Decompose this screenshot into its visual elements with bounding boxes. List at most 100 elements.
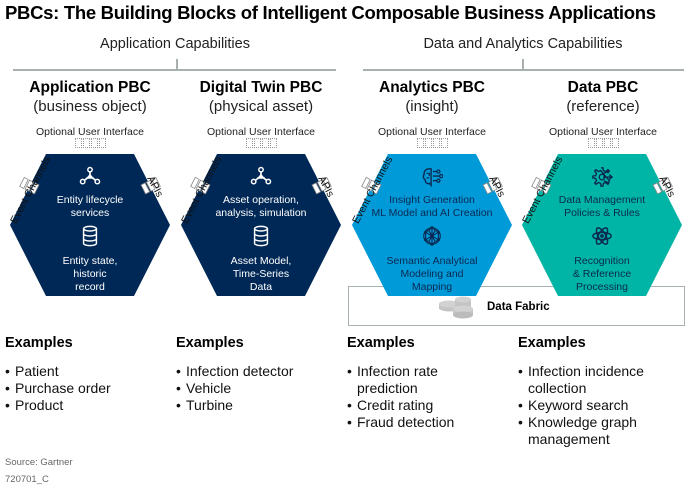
group-divider-data-analytics (363, 69, 684, 71)
ui-placeholder-boxes (176, 138, 346, 148)
pbc-hexagon-application-pbc (10, 154, 170, 296)
hex-bottom-text-line: Data (249, 281, 273, 293)
ui-slot (603, 138, 611, 148)
optional-ui-label: Optional User Interface (378, 126, 486, 138)
hex-top-text-line: Entity lifecycle (56, 194, 124, 206)
network-nodes-icon (250, 166, 272, 185)
example-item: Knowledge graph management (518, 414, 658, 448)
ui-slot (261, 138, 269, 148)
ui-slot (416, 138, 424, 148)
pbc-header-data-pbc: Data PBC (reference) (518, 79, 688, 116)
examples-analytics-pbc: ExamplesInfection rate predictionCredit … (347, 335, 512, 431)
hexagon-shape (181, 154, 341, 296)
example-item: Patient (5, 363, 170, 380)
hex-top-text-line: services (70, 207, 110, 219)
example-item: Fraud detection (347, 414, 487, 431)
examples-digital-twin-pbc: ExamplesInfection detectorVehicleTurbine (176, 335, 341, 414)
ui-slot (253, 138, 261, 148)
hex-bottom-text-line: & Reference (572, 268, 632, 280)
pbc-subtitle: (insight) (405, 98, 459, 115)
examples-application-pbc: ExamplesPatientPurchase orderProduct (5, 335, 170, 414)
api-connector-icon (140, 176, 161, 195)
example-item: Vehicle (176, 380, 341, 397)
hex-bottom-text-line: Processing (576, 281, 628, 293)
pbc-header-application-pbc: Application PBC(business object) (5, 79, 175, 116)
optional-ui-analytics-pbc: Optional User Interface (347, 126, 517, 148)
pbc-subtitle: (reference) (566, 98, 640, 115)
example-item: Infection incidence collection (518, 363, 658, 397)
optional-ui-label: Optional User Interface (36, 126, 144, 138)
pbc-header-analytics-pbc: Analytics PBC(insight) (347, 79, 517, 116)
examples-list: Infection incidence collectionKeyword se… (518, 363, 658, 448)
pbc-hexagon-data-pbc (522, 154, 682, 296)
api-connector-icon (482, 176, 503, 195)
ui-slot (245, 138, 253, 148)
group-tick-data-analytics (522, 59, 524, 70)
example-item: Infection rate prediction (347, 363, 487, 397)
stacked-discs-icon (439, 296, 473, 319)
examples-list: Infection rate predictionCredit ratingFr… (347, 363, 487, 431)
hex-bottom-text-line: Mapping (411, 281, 453, 293)
example-item: Keyword search (518, 397, 658, 414)
pbc-hexagon-digital-twin-pbc (181, 154, 341, 296)
examples-list: PatientPurchase orderProduct (5, 363, 170, 414)
api-connector-icon (652, 176, 673, 195)
group-label-application: Application Capabilities (100, 36, 250, 52)
database-icon (253, 225, 269, 247)
hexagon-shape (10, 154, 170, 296)
ui-slot (74, 138, 82, 148)
examples-data-pbc: ExamplesInfection incidence collectionKe… (518, 335, 683, 448)
group-tick-application (176, 59, 178, 70)
optional-ui-label: Optional User Interface (549, 126, 657, 138)
atom-icon (592, 227, 612, 245)
ui-slot (424, 138, 432, 148)
ui-placeholder-boxes (518, 138, 688, 148)
example-item: Infection detector (176, 363, 341, 380)
figure-id: 720701_C (5, 474, 49, 485)
pbc-name: Data PBC (567, 79, 639, 96)
ui-slot (595, 138, 603, 148)
neural-network-icon (423, 226, 441, 246)
example-item: Credit rating (347, 397, 487, 414)
ui-slot (82, 138, 90, 148)
hex-top-text: Asset operation,analysis, simulation (191, 194, 331, 220)
event-channel-connector-icon (361, 176, 382, 195)
hex-bottom-text-line: Asset Model, (230, 255, 292, 267)
ui-slot (440, 138, 448, 148)
hex-top-text-line: ML Model and AI Creation (371, 207, 493, 219)
event-channel-connector-icon (19, 176, 40, 195)
ui-slot (98, 138, 106, 148)
pbc-name: Digital Twin PBC (199, 79, 323, 96)
examples-heading: Examples (176, 335, 244, 351)
pbc-name: Application PBC (29, 79, 151, 96)
ui-slot (90, 138, 98, 148)
hex-bottom-text-line: Recognition (574, 255, 630, 267)
ui-slot (587, 138, 595, 148)
hex-bottom-text-line: Time-Series (232, 268, 290, 280)
pbc-subtitle: (physical asset) (208, 98, 314, 115)
event-channel-connector-icon (531, 176, 552, 195)
hexagon-shape (352, 154, 512, 296)
group-divider-application (13, 69, 336, 71)
hex-bottom-text-line: historic (73, 268, 107, 280)
hex-top-text-line: Insight Generation (389, 194, 475, 206)
gear-arrows-icon (592, 167, 613, 187)
examples-heading: Examples (347, 335, 415, 351)
database-icon (82, 225, 98, 247)
ui-slot (611, 138, 619, 148)
diagram-title: PBCs: The Building Blocks of Intelligent… (5, 2, 656, 23)
hex-bottom-text-line: record (75, 281, 105, 293)
examples-heading: Examples (518, 335, 586, 351)
example-item: Product (5, 397, 170, 414)
pbc-hexagon-analytics-pbc (352, 154, 512, 296)
optional-ui-application-pbc: Optional User Interface (5, 126, 175, 148)
group-label-data-analytics: Data and Analytics Capabilities (423, 36, 623, 52)
examples-heading: Examples (5, 335, 73, 351)
api-connector-icon (311, 176, 332, 195)
